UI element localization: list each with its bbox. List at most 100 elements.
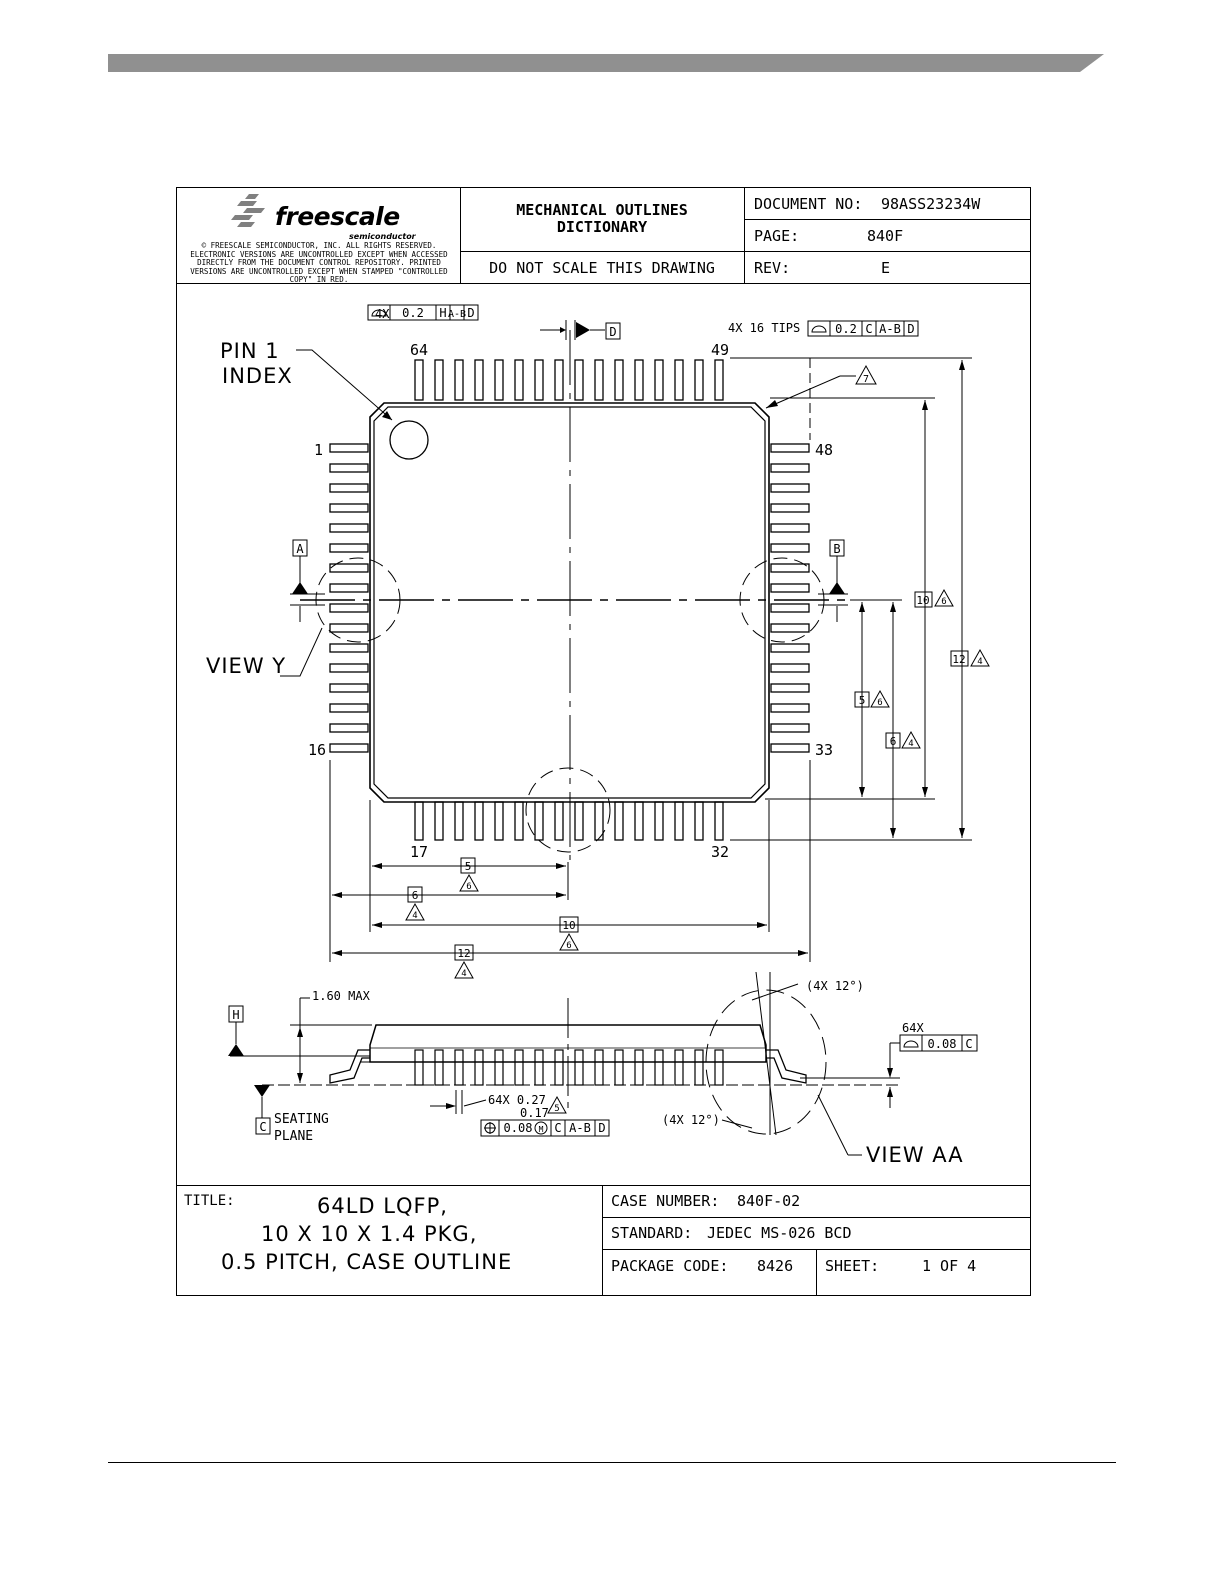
pin-17: 17	[410, 843, 428, 861]
bottom-lead	[574, 801, 584, 841]
freescale-logo-icon	[231, 194, 265, 227]
right-lead	[770, 643, 810, 653]
title-label: TITLE:	[184, 1193, 235, 1209]
dim-12-right: 12	[952, 653, 965, 666]
side-lead	[614, 1049, 624, 1086]
no-scale-note: DO NOT SCALE THIS DRAWING	[489, 259, 715, 277]
fcf-left-d2: A-B	[448, 309, 466, 320]
dim-10-right: 10	[916, 594, 929, 607]
bottom-lead	[714, 801, 724, 841]
side-body	[369, 1024, 767, 1063]
left-lead	[329, 543, 369, 553]
bottom-lead	[434, 801, 444, 841]
fcf-left-count: 4X	[375, 307, 390, 321]
bottom-lead	[654, 801, 664, 841]
left-lead	[329, 603, 369, 613]
left-lead	[329, 723, 369, 733]
pin1-index-circle	[389, 420, 429, 460]
side-lead	[534, 1049, 544, 1086]
top-lead	[494, 359, 504, 401]
flatness-datum: C	[965, 1037, 972, 1051]
fcf-right-d1: C	[865, 322, 872, 336]
flatness-count: 64X	[902, 1021, 924, 1035]
view-aa-label: VIEW AA	[866, 1143, 964, 1167]
left-lead	[329, 503, 369, 513]
pin1-index-label-1: PIN 1	[220, 339, 280, 363]
flatness-tol: 0.08	[928, 1037, 957, 1051]
fcf-left-d1: H	[439, 306, 446, 320]
dim-6-right: 6	[890, 735, 897, 748]
seating-label-1: SEATING	[274, 1112, 329, 1127]
left-lead	[329, 743, 369, 753]
note-4-dim6-bottom: 4	[412, 911, 417, 921]
page-label: PAGE:	[754, 227, 800, 245]
title-line-2: 10 X 10 X 1.4 PKG,	[261, 1222, 478, 1246]
fcf-right-d2: A-B	[879, 322, 901, 336]
right-lead	[770, 743, 810, 753]
top-lead	[414, 359, 424, 401]
side-lead	[694, 1049, 704, 1086]
right-lead	[770, 623, 810, 633]
dim-10-bottom: 10	[562, 919, 575, 932]
side-lead	[574, 1049, 584, 1086]
side-lead	[654, 1049, 664, 1086]
right-lead	[770, 683, 810, 693]
top-lead	[574, 359, 584, 401]
bottom-lead	[454, 801, 464, 841]
left-lead	[329, 623, 369, 633]
note-6-right: 6	[941, 597, 946, 607]
bottom-leads	[414, 801, 724, 841]
left-lead	[329, 703, 369, 713]
angle-top: (4X 12°)	[806, 979, 864, 993]
bottom-lead	[494, 801, 504, 841]
dim-12-bottom: 12	[457, 947, 470, 960]
pos-d3: D	[598, 1121, 605, 1135]
lead-width-min: 0.17	[520, 1106, 549, 1120]
lead-note-5: 5	[554, 1104, 559, 1114]
note-4-right: 4	[977, 657, 982, 667]
side-lead	[474, 1049, 484, 1086]
right-lead	[770, 443, 810, 453]
side-lead	[514, 1049, 524, 1086]
case-number: 840F-02	[737, 1192, 801, 1210]
note-6-dim5: 6	[877, 698, 882, 708]
note-4-dim12-bottom: 4	[461, 969, 466, 979]
copyright-notice: © FREESCALE SEMICONDUCTOR, INC. ALL RIGH…	[190, 241, 448, 285]
fcf-right-d3: D	[907, 322, 914, 336]
note-6-dim5-bottom: 6	[466, 882, 471, 892]
view-y-label: VIEW Y	[206, 654, 286, 678]
pos-d2: A-B	[569, 1121, 591, 1135]
rev-value: E	[881, 259, 891, 277]
header-bar	[108, 54, 1104, 72]
dim-6-bottom: 6	[412, 889, 419, 902]
side-lead	[714, 1049, 724, 1086]
angle-bottom: (4X 12°)	[662, 1113, 720, 1127]
top-lead	[454, 359, 464, 401]
bottom-lead	[514, 801, 524, 841]
note-4-dim6: 4	[908, 739, 913, 749]
top-lead	[714, 359, 724, 401]
side-lead	[414, 1049, 424, 1086]
right-lead	[770, 523, 810, 533]
page-number: 840F	[867, 227, 904, 245]
datum-c: C	[259, 1120, 266, 1134]
pin-48: 48	[815, 441, 833, 459]
top-lead	[674, 359, 684, 401]
standard-label: STANDARD:	[611, 1224, 693, 1242]
fcf-left-tol: 0.2	[402, 306, 424, 320]
left-lead	[329, 663, 369, 673]
left-lead	[329, 523, 369, 533]
logo-block: freescale semiconductor © FREESCALE SEMI…	[177, 188, 460, 285]
pos-mod: M	[539, 1125, 544, 1134]
left-lead	[329, 583, 369, 593]
right-leads	[770, 443, 810, 753]
bottom-lead	[614, 801, 624, 841]
top-lead	[474, 359, 484, 401]
bottom-lead	[534, 801, 544, 841]
left-lead	[329, 563, 369, 573]
left-lead	[329, 463, 369, 473]
doc-no-label: DOCUMENT NO:	[754, 195, 863, 213]
fcf-right-count: 4X 16 TIPS	[728, 321, 800, 335]
top-lead	[614, 359, 624, 401]
side-lead	[634, 1049, 644, 1086]
